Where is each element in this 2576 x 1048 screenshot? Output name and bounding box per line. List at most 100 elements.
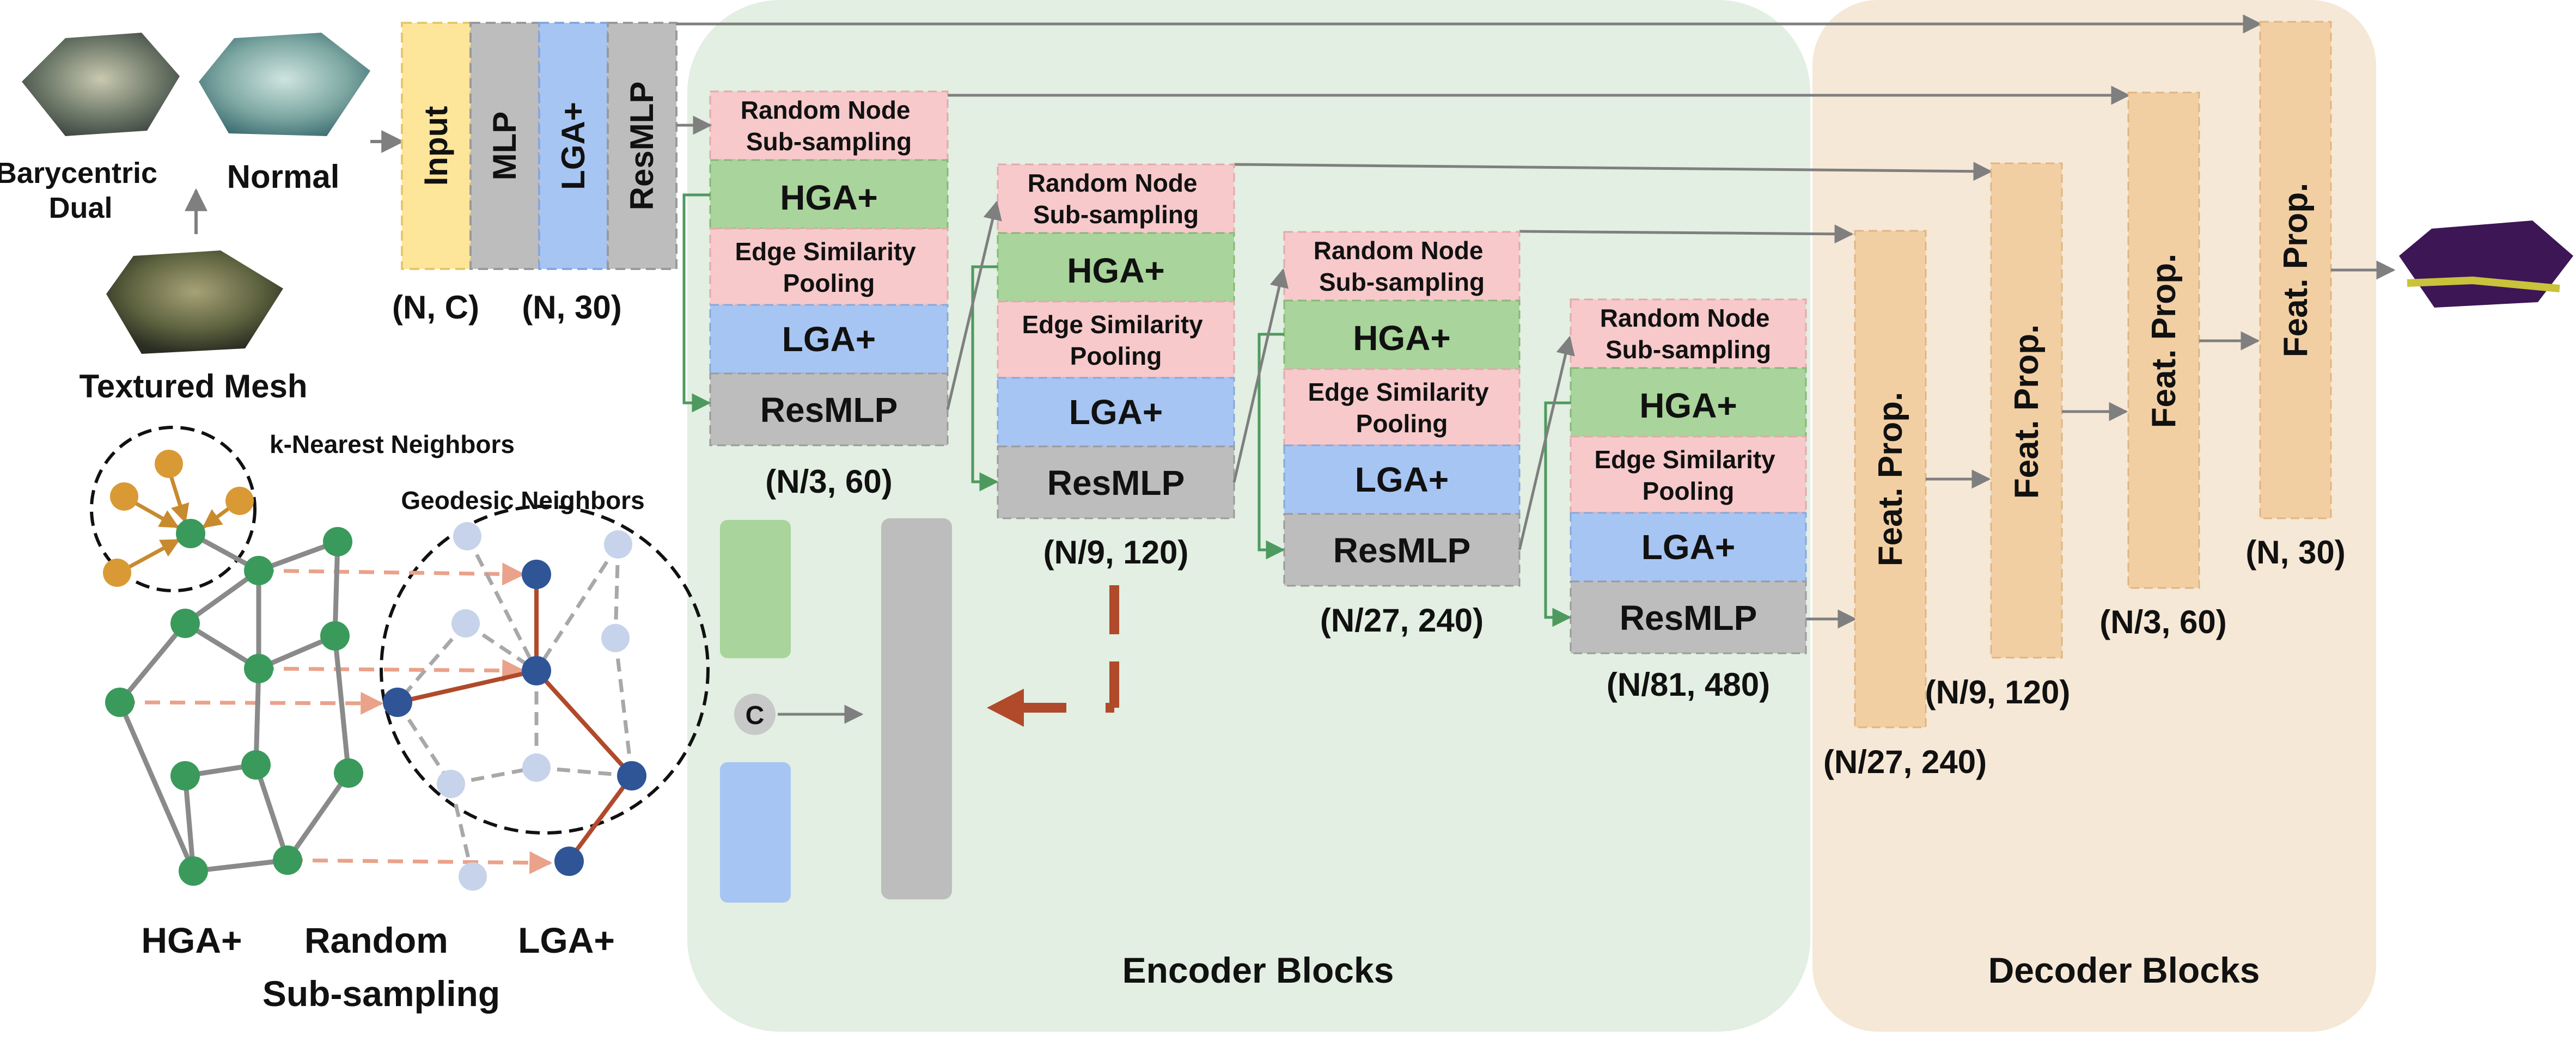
feat-prop-box-3 <box>2127 91 2200 589</box>
skip-block2-to-decoder-2 <box>1234 162 1993 181</box>
geo-light-node <box>453 522 481 550</box>
encoder-shape-4: (N/81, 480) <box>1607 666 1770 703</box>
stem-lga-box <box>538 22 609 270</box>
geo-light-node <box>601 624 630 652</box>
geo-light-node <box>522 753 551 782</box>
geo-dashed-edge <box>450 765 537 786</box>
knn-arrow <box>167 468 190 524</box>
concat-symbol: C <box>746 701 765 730</box>
stem-input-shape: (N, C) <box>392 289 479 326</box>
skip-block3-to-decoder-1 <box>1519 224 1854 244</box>
hga-node <box>170 609 200 638</box>
hga-layer <box>1283 299 1521 370</box>
decoder-shape-2: (N/9, 120) <box>1925 674 2071 710</box>
hga-label: HGA+ <box>1353 318 1451 358</box>
geo-dashed-edge <box>465 535 539 672</box>
graph-edge <box>184 568 260 626</box>
geo-dashed-edge <box>613 544 620 639</box>
hga-node <box>176 519 205 548</box>
feat-prop-label-3: Feat. Prop. <box>2145 254 2183 428</box>
geo-node <box>617 761 646 790</box>
lga-label: LGA+ <box>782 320 876 359</box>
block2-residual <box>971 265 999 492</box>
geo-node <box>554 847 584 876</box>
normal-mesh-image <box>199 33 370 136</box>
encoder-block-2: Random Node Sub-sampling HGA+ Edge Simil… <box>997 163 1235 571</box>
graph-nodes <box>103 450 646 891</box>
hga-node <box>105 688 135 717</box>
random-subsampling-label: Random Node Sub-sampling <box>741 96 918 156</box>
stem-resmlp-box <box>607 22 677 270</box>
geo-solid-edge <box>397 669 537 704</box>
feat-prop-label-4: Feat. Prop. <box>2277 183 2315 357</box>
resmlp-detail: C <box>720 518 1119 903</box>
lga-label: LGA+ <box>1069 393 1163 432</box>
random-subsampling-legend-label: Random Sub-sampling <box>263 920 500 1014</box>
knn-node <box>225 487 254 515</box>
resmlp-label: ResMLP <box>1047 463 1185 502</box>
lga-label: LGA+ <box>1641 528 1735 567</box>
edge-pooling-label: Edge Similarity Pooling <box>1308 378 1495 438</box>
random-subsampling-layer <box>1570 298 1807 369</box>
edge-pooling-layer <box>997 301 1235 379</box>
resmlp-label: ResMLP <box>1333 531 1471 570</box>
block2-to-block3 <box>1232 268 1289 483</box>
lga-layer <box>1283 444 1521 515</box>
resmlp-layer <box>997 445 1235 519</box>
resmlp-layer <box>1283 513 1521 587</box>
graph-edge <box>182 775 196 872</box>
mlp-output-bar <box>881 518 952 899</box>
hga-legend-label: HGA+ <box>141 920 242 960</box>
lga-feature-bar <box>720 762 791 903</box>
feat-prop-box-4 <box>2259 21 2332 519</box>
encoder-shape-3: (N/27, 240) <box>1320 602 1484 639</box>
graph-edge <box>117 701 196 872</box>
barycentric-dual-label: Barycentric Dual <box>0 157 166 224</box>
random-subsampling-label: Random Node Sub-sampling <box>1600 304 1777 364</box>
subsampling-arrows <box>119 562 553 874</box>
encoder-shape-1: (N/3, 60) <box>765 463 892 500</box>
edge-pooling-layer <box>1570 436 1807 514</box>
geo-dashed-edge <box>396 622 467 704</box>
knn-arrow <box>121 538 181 573</box>
block4-residual <box>1544 401 1572 627</box>
decoder-blocks-label: Decoder Blocks <box>1988 950 2260 990</box>
segmentation-output-image <box>2399 220 2573 308</box>
hga-node <box>170 761 200 790</box>
knn-circle <box>90 426 257 592</box>
output-mesh-shape <box>2399 220 2573 308</box>
skip-connections <box>676 14 2262 629</box>
encoder-shape-2: (N/9, 120) <box>1043 534 1189 571</box>
hga-node <box>244 654 273 683</box>
geo-dashed-edge <box>396 701 453 785</box>
geo-light-node <box>451 609 480 638</box>
block1-residual <box>682 193 711 413</box>
subsampling-arrow <box>258 659 526 682</box>
edge-pooling-label: Edge Similarity Pooling <box>1022 310 1210 370</box>
hga-node <box>334 758 363 788</box>
lga-legend-label: LGA+ <box>518 920 615 960</box>
edge-pooling-layer <box>1283 368 1521 446</box>
subsampling-arrow <box>287 851 553 874</box>
resmlp-label: ResMLP <box>1620 598 1757 638</box>
knn-legend-label: k-Nearest Neighbors <box>270 430 515 458</box>
knn-arrows <box>121 468 237 573</box>
hga-layer <box>1570 367 1807 438</box>
edge-pooling-layer <box>709 228 949 306</box>
stem-mlp-label: MLP <box>486 112 523 181</box>
geo-dashed-edge <box>535 543 620 672</box>
hga-node <box>179 856 208 886</box>
hga-label: HGA+ <box>1639 386 1737 425</box>
graph-edge <box>193 857 288 874</box>
geo-light-node <box>437 770 465 798</box>
encoder-panel <box>687 0 1810 1032</box>
encoder-blocks-label: Encoder Blocks <box>1122 950 1394 990</box>
graph-edge <box>253 764 290 861</box>
resmlp-layer <box>1570 580 1807 654</box>
stem-layers: Input MLP LGA+ ResMLP <box>401 22 677 270</box>
decoder-shape-1: (N/27, 240) <box>1823 744 1987 780</box>
subsampling-arrow <box>258 562 526 586</box>
decoder-panel <box>1812 0 2376 1032</box>
normal-label: Normal <box>227 158 340 195</box>
